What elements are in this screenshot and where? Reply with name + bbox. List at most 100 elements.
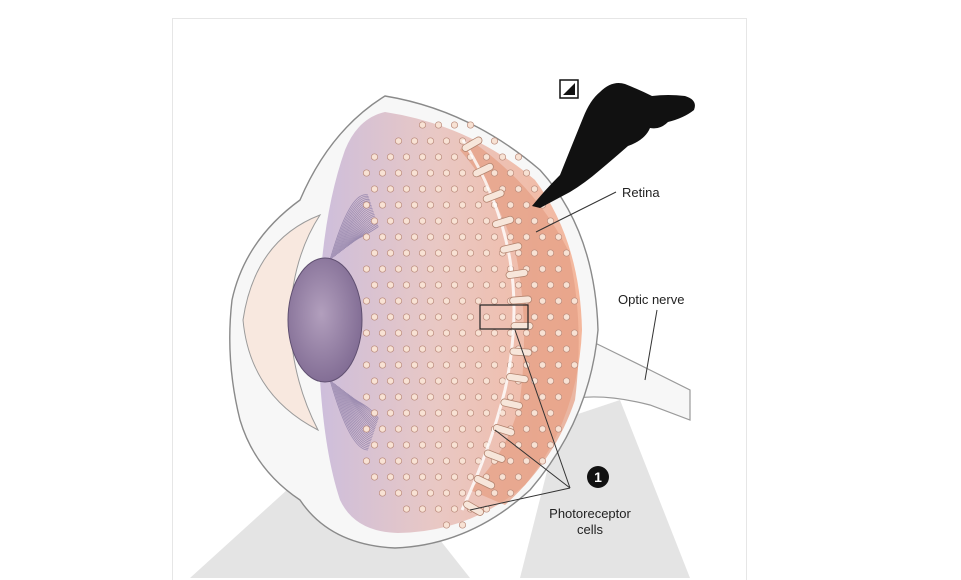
cell-dot <box>562 249 571 257</box>
cell-dot <box>498 345 507 353</box>
cell-dot <box>442 361 451 369</box>
cell-dot <box>402 249 411 257</box>
cell-dot <box>378 297 387 305</box>
ciliary-fiber <box>353 397 378 424</box>
cell-dot <box>498 281 507 289</box>
ciliary-fiber <box>342 209 374 251</box>
cell-dot <box>482 377 491 385</box>
cell-dot <box>538 457 547 465</box>
cell-dot <box>450 441 459 449</box>
cell-dot <box>394 201 403 209</box>
cell-dot <box>490 361 499 369</box>
cell-dot <box>442 425 451 433</box>
cell-dot <box>434 121 443 129</box>
cell-dot <box>426 297 435 305</box>
cell-dot <box>426 489 435 497</box>
cell-dot <box>370 185 379 193</box>
cell-dot <box>482 313 491 321</box>
step-badge <box>587 466 609 488</box>
cell-dot <box>442 265 451 273</box>
ciliary-fiber <box>340 387 373 439</box>
cell-dot <box>394 169 403 177</box>
cell-dot <box>402 217 411 225</box>
cell-dot <box>474 329 483 337</box>
cell-dot <box>394 425 403 433</box>
cell-dot <box>394 361 403 369</box>
cell-dot <box>442 457 451 465</box>
cell-dot <box>482 217 491 225</box>
cell-dot <box>418 473 427 481</box>
cell-dot <box>378 457 387 465</box>
cell-dot <box>402 505 411 513</box>
ciliary-fiber <box>346 392 375 431</box>
cell-dot <box>426 265 435 273</box>
cell-dot <box>370 345 379 353</box>
cell-dot <box>442 297 451 305</box>
cell-dot <box>386 377 395 385</box>
cell-dot <box>426 137 435 145</box>
cell-dot <box>506 169 515 177</box>
cell-dot <box>450 345 459 353</box>
cell-dot <box>434 345 443 353</box>
rod-cell <box>500 398 523 410</box>
cell-dot <box>370 217 379 225</box>
cell-dot <box>378 329 387 337</box>
cell-dot <box>362 329 371 337</box>
rod-cell <box>509 295 533 305</box>
cell-dot <box>490 393 499 401</box>
cell-dot <box>362 457 371 465</box>
cell-dot <box>482 345 491 353</box>
cell-dot <box>370 377 379 385</box>
rod-cell <box>483 449 506 463</box>
cell-dot <box>474 233 483 241</box>
cell-dot <box>466 185 475 193</box>
cell-dot <box>546 441 555 449</box>
cell-dot <box>554 393 563 401</box>
cell-dot <box>402 377 411 385</box>
cell-dot <box>466 473 475 481</box>
cell-dot <box>386 345 395 353</box>
cell-dot <box>410 457 419 465</box>
cell-dot <box>530 217 539 225</box>
rod-cell <box>482 189 505 203</box>
cell-dot <box>450 505 459 513</box>
cell-dot <box>458 393 467 401</box>
cell-dot <box>538 329 547 337</box>
cell-dot <box>474 361 483 369</box>
optic-nerve-leader-line <box>644 309 658 381</box>
cell-dot <box>522 169 531 177</box>
rod-cell <box>463 500 484 516</box>
cell-dot <box>514 313 523 321</box>
cell-dot <box>378 265 387 273</box>
cell-dot <box>490 297 499 305</box>
cell-dot <box>482 505 491 513</box>
cell-dot <box>498 313 507 321</box>
highlight-box <box>479 304 529 330</box>
cell-dot <box>434 505 443 513</box>
cell-dot <box>562 377 571 385</box>
cell-dot <box>506 233 515 241</box>
cell-dot <box>466 281 475 289</box>
rod-cell <box>499 242 523 254</box>
cell-dot <box>418 505 427 513</box>
contrast-square-icon <box>559 79 579 99</box>
cell-dot <box>458 521 467 529</box>
cell-dot <box>450 217 459 225</box>
photoreceptor-leader-line-3 <box>469 487 571 511</box>
cell-dot <box>386 409 395 417</box>
cell-dot <box>546 281 555 289</box>
cell-dot <box>522 457 531 465</box>
cell-dot <box>554 329 563 337</box>
ciliary-fiber <box>332 197 370 259</box>
cell-dot <box>450 153 459 161</box>
cell-dot <box>410 201 419 209</box>
ciliary-muscle <box>329 194 379 451</box>
ciliary-fiber <box>338 386 372 440</box>
cell-dot <box>458 425 467 433</box>
cell-dot <box>426 361 435 369</box>
cell-dot <box>362 361 371 369</box>
cell-dot <box>442 201 451 209</box>
cell-dot <box>514 441 523 449</box>
step-badge-number: 1 <box>594 469 602 485</box>
cell-dot <box>394 297 403 305</box>
